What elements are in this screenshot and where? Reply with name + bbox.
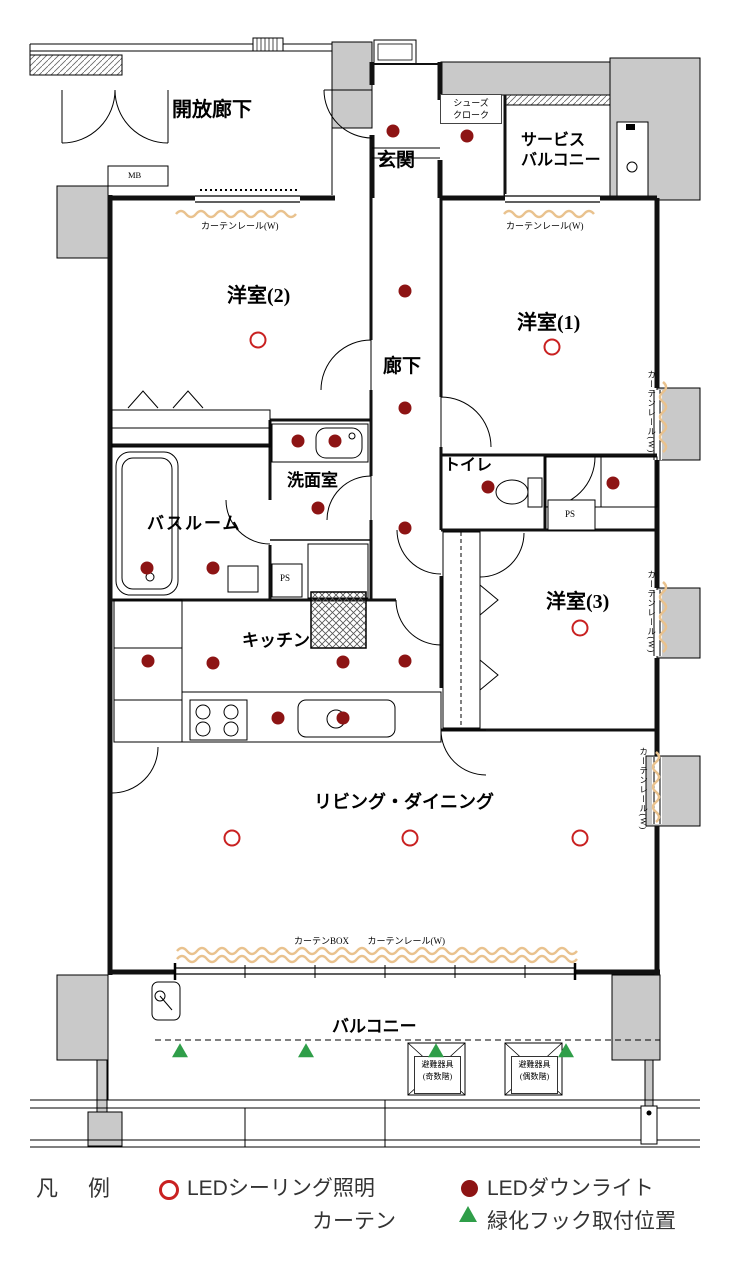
led-downlight-marker [271, 711, 285, 725]
legend-hook-label: 緑化フック取付位置 [487, 1210, 676, 1233]
led-downlight-marker [398, 284, 412, 298]
mb-label: MB [128, 170, 142, 180]
led-downlight-marker [206, 561, 220, 575]
led-downlight-marker [460, 129, 474, 143]
led-downlight-marker [328, 434, 342, 448]
led-ceiling-light-marker [571, 829, 589, 847]
evacuation-equipment-odd-label: 避難器具 (奇数階) [414, 1056, 461, 1094]
led-downlight-marker [606, 476, 620, 490]
room-label-bathroom: バスルーム [147, 514, 242, 533]
led-downlight-marker [398, 521, 412, 535]
led-downlight-marker [398, 654, 412, 668]
room-label-western-3: 洋室(3) [546, 591, 610, 613]
room-label-shoe-closet: シューズ クローク [440, 94, 502, 125]
green-hook-marker [172, 1043, 188, 1058]
room-label-balcony: バルコニー [332, 1017, 417, 1036]
led-downlight-icon [461, 1180, 478, 1197]
legend-ceiling-label: LEDシーリング照明 [187, 1177, 375, 1200]
curtain-rail-label-top-left: カーテンレール(W) [201, 221, 279, 231]
room-label-entrance: 玄関 [377, 150, 416, 171]
room-label-kitchen: キッチン [242, 631, 310, 650]
green-hook-marker [428, 1043, 444, 1058]
room-label-living-dining: リビング・ダイニング [314, 792, 494, 812]
led-downlight-marker [140, 561, 154, 575]
led-downlight-marker [398, 401, 412, 415]
curtain-rail-label-right-2: カーテンレール(W) [646, 570, 657, 654]
led-downlight-marker [206, 656, 220, 670]
curtain-rail-label-right-1: カーテンレール(W) [646, 370, 657, 454]
room-label-open-corridor: 開放廊下 [172, 99, 252, 121]
led-downlight-marker [481, 480, 495, 494]
legend-title: 凡 例 [36, 1176, 115, 1201]
room-label-western-2: 洋室(2) [227, 285, 291, 307]
led-ceiling-light-marker [401, 829, 419, 847]
led-ceiling-light-marker [571, 619, 589, 637]
led-downlight-marker [311, 501, 325, 515]
room-label-toilet: トイレ [444, 457, 493, 474]
led-downlight-marker [141, 654, 155, 668]
room-label-corridor: 廊下 [383, 356, 422, 377]
led-downlight-marker [291, 434, 305, 448]
led-ceiling-light-marker [223, 829, 241, 847]
led-downlight-marker [336, 655, 350, 669]
led-downlight-marker [336, 711, 350, 725]
led-downlight-marker [386, 124, 400, 138]
green-hook-marker [298, 1043, 314, 1058]
ps-label-right: PS [565, 509, 576, 519]
evacuation-equipment-even-label: 避難器具 (偶数階) [511, 1056, 558, 1094]
legend-downlight-label: LEDダウンライト [487, 1177, 654, 1200]
curtain-box-label: カーテンBOX カーテンレール(W) [294, 936, 446, 946]
room-label-service-balcony: サービス バルコニー [521, 132, 601, 169]
led-ceiling-light-marker [249, 331, 267, 349]
room-label-western-1: 洋室(1) [517, 312, 581, 334]
curtain-rail-label-right-3: カーテンレール(W) [638, 747, 649, 831]
led-ceiling-light-icon [159, 1180, 179, 1200]
green-hook-marker [558, 1043, 574, 1058]
led-ceiling-light-marker [543, 338, 561, 356]
curtain-rail-label-top-right: カーテンレール(W) [506, 221, 584, 231]
legend-curtain-label: カーテン [312, 1210, 396, 1233]
green-hook-icon [459, 1206, 477, 1222]
room-label-washroom: 洗面室 [287, 471, 338, 490]
ps-label-left: PS [280, 573, 291, 583]
